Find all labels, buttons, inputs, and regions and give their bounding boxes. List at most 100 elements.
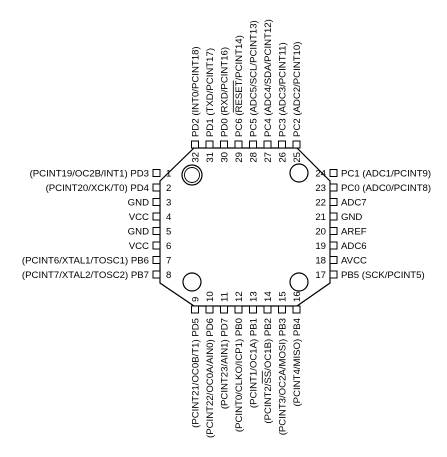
pin-label: VCC <box>129 212 149 223</box>
pin-pad <box>329 169 338 177</box>
pin-label: AVCC <box>341 255 367 266</box>
pin-number: 10 <box>205 291 216 302</box>
pin-label: (PCINT23/AIN1) PD7 <box>219 318 230 409</box>
pin-pad <box>234 305 243 314</box>
corner-marker-bottom-left <box>182 272 202 292</box>
pin-label: PC0 (ADC0/PCINT8) <box>341 183 431 194</box>
pin-number: 17 <box>315 270 326 281</box>
pin-pad <box>263 305 272 314</box>
pin-pad <box>191 305 199 314</box>
pin-pad <box>152 227 161 235</box>
left-pins: 1(PCINT19/OC2B/INT1) PD32(PCINT20/XCK/T0… <box>22 168 172 281</box>
pin-label: GND <box>128 197 149 208</box>
pin-label: PD0 (RXD/PCINT16) <box>219 47 230 137</box>
pin-number: 25 <box>292 152 303 163</box>
pin-label: (PCINT0/CLKO/ICP1) PB0 <box>234 318 245 432</box>
pin-pad <box>329 270 338 279</box>
pin-label: PC6 (RESET/PCINT14) <box>234 35 245 137</box>
pin-number: 28 <box>248 152 259 163</box>
pin-label: (PCINT3/OC2A/MOSI) PB3 <box>277 318 288 435</box>
pin-number: 32 <box>190 152 201 163</box>
pin-number: 23 <box>315 183 326 194</box>
pin-pad <box>152 212 161 221</box>
pin-label: GND <box>341 212 362 223</box>
pin1-marker-dot <box>181 164 203 186</box>
pin-label: GND <box>128 226 149 237</box>
pin-number: 20 <box>315 226 326 237</box>
corner-marker-bottom-right <box>289 272 309 292</box>
pin-pad <box>220 305 228 314</box>
pin-label: (PCINT22/OC0A/AIN0) PD6 <box>205 318 216 438</box>
pin-pad <box>329 183 338 192</box>
pin-number: 30 <box>219 152 230 163</box>
pin-number: 27 <box>263 152 274 163</box>
pin-number: 9 <box>190 297 201 302</box>
pin-label: PD2 (INT0/PCINT18) <box>190 46 201 137</box>
pin-label: PC5 (ADC5/SCL/PCINT13) <box>248 20 259 137</box>
pin-label: PD1 (TXD/PCINT17) <box>205 48 216 137</box>
pin-pad <box>152 241 161 250</box>
pin-pad <box>205 305 214 314</box>
pin-pad <box>329 212 338 221</box>
pin-number: 7 <box>166 255 171 266</box>
pin-number: 21 <box>315 212 326 223</box>
pin-number: 14 <box>263 291 274 302</box>
pin-number: 4 <box>166 212 172 223</box>
pin-pad <box>152 256 161 264</box>
pin-number: 8 <box>166 270 171 281</box>
pin-label: PC2 (ADC2/PCINT10) <box>292 42 303 137</box>
pin-pad <box>152 198 161 206</box>
pin-label: ADC7 <box>341 197 367 208</box>
pin-number: 5 <box>166 226 171 237</box>
pin-label: (PCINT2/SS/OC1B) PB2 <box>263 318 274 424</box>
pin-pad <box>278 305 286 314</box>
pin-pad <box>191 140 199 149</box>
pin-number: 15 <box>277 291 288 302</box>
pin-number: 16 <box>292 291 303 302</box>
pin-number: 6 <box>166 241 171 252</box>
pin-number: 24 <box>315 168 326 179</box>
pin-pad <box>278 140 286 149</box>
pin-label: (PCINT7/XTAL2/TOSC2) PB7 <box>22 270 149 281</box>
pin-label: (PCINT1/OC1A) PB1 <box>248 318 259 408</box>
pin-label: (PCINT4/MISO) PB4 <box>292 317 303 406</box>
pin-pad <box>263 140 272 149</box>
pin-number: 1 <box>166 168 171 179</box>
pin-label: ADC6 <box>341 241 367 252</box>
pin-number: 26 <box>277 152 288 163</box>
pin-label: VCC <box>129 241 149 252</box>
pin-label: PC1 (ADC1/PCINT9) <box>341 168 431 179</box>
pin-pad <box>152 183 161 192</box>
pin-number: 3 <box>166 197 171 208</box>
pin-label: PC3 (ADC3/PCINT11) <box>277 42 288 137</box>
pin-pad <box>152 270 161 279</box>
pin-pad <box>234 140 243 149</box>
pin-pad <box>249 305 257 314</box>
pin-pad <box>329 198 338 206</box>
pin-number: 18 <box>315 255 326 266</box>
pin-pad <box>292 305 301 314</box>
pin-number: 11 <box>219 292 230 302</box>
pin-label: (PCINT21/OC0B/T1) PD5 <box>190 318 201 428</box>
pin-label: (PCINT6/XTAL1/TOSC1) PB6 <box>22 255 149 266</box>
pin-number: 19 <box>315 241 326 252</box>
pin-label: PC4 (ADC4/SDA/PCINT12) <box>263 19 274 137</box>
pin-pad <box>152 169 161 177</box>
pin-pad <box>205 140 214 149</box>
pin-number: 22 <box>315 197 326 208</box>
pin-pad <box>329 227 338 235</box>
pin-label: AREF <box>341 226 367 237</box>
pin-number: 12 <box>234 291 245 302</box>
pin-label: (PCINT19/OC2B/INT1) PD3 <box>30 168 149 179</box>
overbars <box>232 80 263 384</box>
bottom-pins: 9 (PCINT21/OC0B/T1) PD5 10 (PCINT22/OC0A/AI… <box>190 291 303 438</box>
pin-label: PB5 (SCK/PCINT5) <box>341 270 425 281</box>
right-pins: 24 PC1 (ADC1/PCINT9) 23 PC0 (ADC0/PCINT8) 22… <box>315 168 431 281</box>
pin-number: 13 <box>248 291 259 302</box>
pin-pad <box>220 140 228 149</box>
pin-pad <box>249 140 257 149</box>
pin-pad <box>329 256 338 264</box>
pin-pad <box>329 241 338 250</box>
